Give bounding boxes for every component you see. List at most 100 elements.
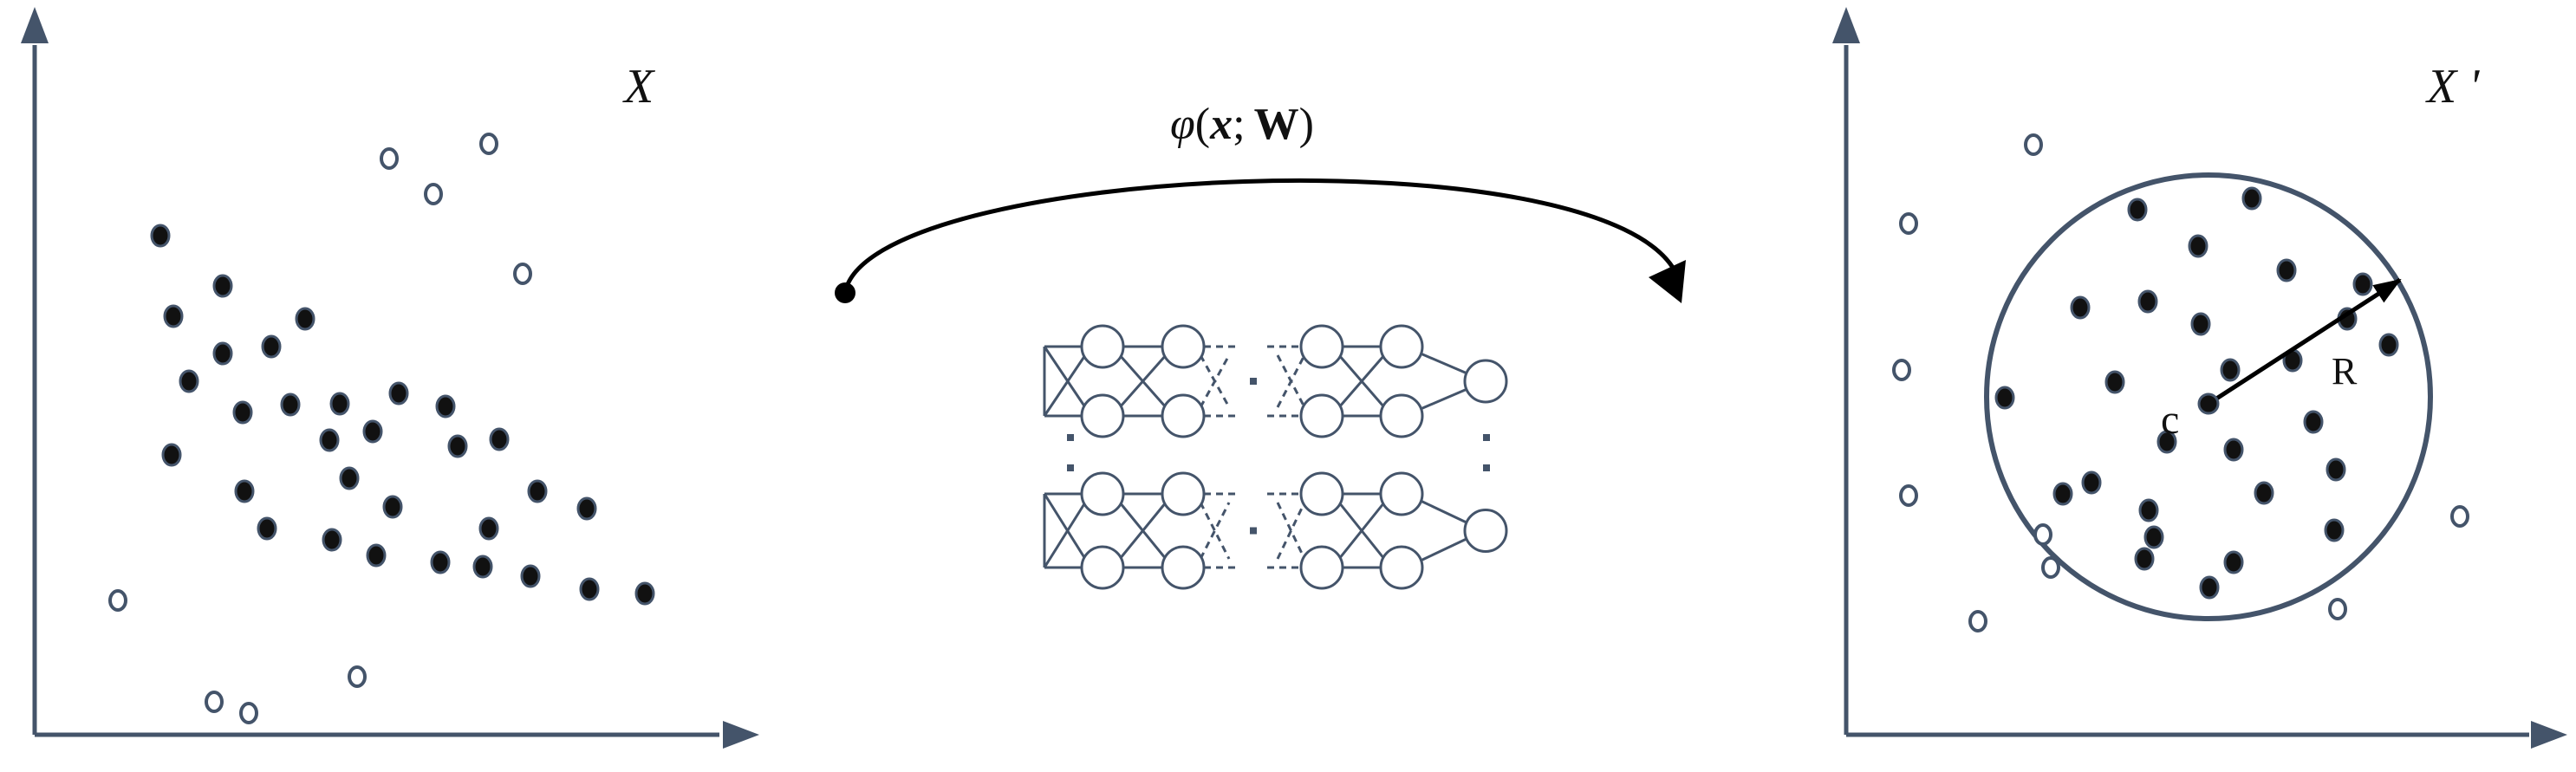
mapped-normal-point xyxy=(2220,358,2241,382)
left-filled-points xyxy=(150,224,655,606)
network-node xyxy=(1161,324,1206,369)
mapped-outlier-point xyxy=(2024,133,2043,156)
normal-sample-point xyxy=(472,555,493,579)
normal-sample-point xyxy=(435,394,456,418)
network-node xyxy=(1379,324,1424,369)
normal-sample-point xyxy=(366,543,387,568)
network-node xyxy=(1299,393,1344,438)
normal-sample-point xyxy=(447,434,468,458)
normal-sample-point xyxy=(382,495,403,519)
normal-sample-point xyxy=(150,224,171,248)
mapping-arrow-head xyxy=(1649,260,1686,303)
mapped-normal-point xyxy=(2104,370,2125,394)
center-point xyxy=(2197,392,2220,415)
left-x-axis-arrowhead xyxy=(723,721,759,749)
left-axes xyxy=(21,7,759,749)
mapped-outlier-point xyxy=(1899,212,1918,235)
mapped-outlier-point xyxy=(2041,556,2060,579)
network-edge xyxy=(1199,502,1231,560)
normal-sample-point xyxy=(634,581,655,606)
normal-sample-point xyxy=(478,516,499,541)
network-node xyxy=(1080,324,1125,369)
normal-sample-point xyxy=(362,419,383,444)
mapped-normal-point xyxy=(2303,410,2324,434)
mapped-outlier-point xyxy=(2450,505,2469,528)
network-edge xyxy=(1420,352,1470,376)
network-edge xyxy=(1337,502,1386,560)
network-edge xyxy=(1337,354,1386,408)
separator: ; xyxy=(1233,100,1245,149)
weight-symbol: W xyxy=(1254,100,1299,149)
mapped-normal-point xyxy=(2127,198,2148,222)
mapped-outlier-point xyxy=(1899,484,1918,507)
normal-sample-point xyxy=(579,577,600,601)
network-node xyxy=(1299,471,1344,516)
center-label: c xyxy=(2161,397,2179,443)
radius-arrow xyxy=(2207,277,2402,406)
network-edge xyxy=(1276,354,1306,408)
network-node xyxy=(1161,471,1206,516)
network-ellipsis-dot xyxy=(1067,464,1074,471)
paren-close: ) xyxy=(1299,100,1314,149)
mapped-normal-point xyxy=(2324,518,2345,542)
network-edge xyxy=(1199,354,1231,408)
mapped-normal-point xyxy=(2052,482,2073,506)
network-node xyxy=(1161,545,1206,590)
network-edge xyxy=(1276,502,1306,560)
network-edge xyxy=(1420,499,1470,525)
mapped-normal-point xyxy=(2223,550,2244,574)
mapped-normal-point xyxy=(2276,258,2297,282)
network-edge xyxy=(1118,502,1168,560)
network-node xyxy=(1379,545,1424,590)
network-ellipsis-dot xyxy=(1483,434,1490,441)
neural-network-icon xyxy=(1043,324,1508,590)
network-ellipsis-dot xyxy=(1250,378,1257,385)
mapped-normal-point xyxy=(2378,333,2399,357)
network-node xyxy=(1463,359,1508,404)
normal-sample-point xyxy=(280,392,301,417)
outlier-sample-point xyxy=(424,183,443,205)
mapped-normal-point xyxy=(2223,438,2244,462)
normal-sample-point xyxy=(179,369,199,393)
mapped-normal-point xyxy=(1994,386,2015,410)
normal-sample-point xyxy=(430,550,451,574)
normal-sample-point xyxy=(527,479,548,503)
network-node xyxy=(1161,393,1206,438)
normal-sample-point xyxy=(163,304,184,328)
network-node xyxy=(1379,393,1424,438)
left-hollow-points xyxy=(108,133,532,724)
x-symbol: x xyxy=(1209,100,1233,149)
normal-sample-point xyxy=(295,307,315,331)
radius-label: R xyxy=(2332,350,2358,392)
mapped-normal-point xyxy=(2137,289,2158,314)
network-edge xyxy=(1420,386,1470,411)
network-node xyxy=(1080,471,1125,516)
mapped-normal-point xyxy=(2190,312,2211,336)
normal-sample-point xyxy=(212,274,233,298)
network-edge xyxy=(1043,502,1087,568)
mapped-outlier-point xyxy=(2328,598,2347,620)
right-axes xyxy=(1832,7,2567,749)
mapped-normal-point xyxy=(2081,470,2102,495)
mapped-normal-point xyxy=(2199,575,2220,600)
paren-open: ( xyxy=(1195,100,1210,149)
outlier-sample-point xyxy=(479,133,498,155)
normal-sample-point xyxy=(520,564,541,588)
mapped-outlier-point xyxy=(2033,523,2052,546)
network-edge xyxy=(1043,493,1087,560)
normal-sample-point xyxy=(257,516,277,541)
mapped-normal-point xyxy=(2326,457,2346,482)
phi-symbol: φ xyxy=(1170,100,1195,149)
right-panel-label: X ' xyxy=(2425,60,2480,114)
left-y-axis-arrowhead xyxy=(21,7,49,43)
hypersphere-boundary xyxy=(1984,172,2433,621)
normal-sample-point xyxy=(161,443,182,467)
network-edge xyxy=(1043,346,1087,408)
mapped-normal-point xyxy=(2138,498,2159,522)
network-ellipsis-dot xyxy=(1250,527,1257,535)
mapped-normal-point xyxy=(2143,525,2164,549)
network-edge xyxy=(1199,502,1231,560)
mapped-normal-point xyxy=(2241,186,2262,211)
mapped-outlier-point xyxy=(1968,610,1987,633)
